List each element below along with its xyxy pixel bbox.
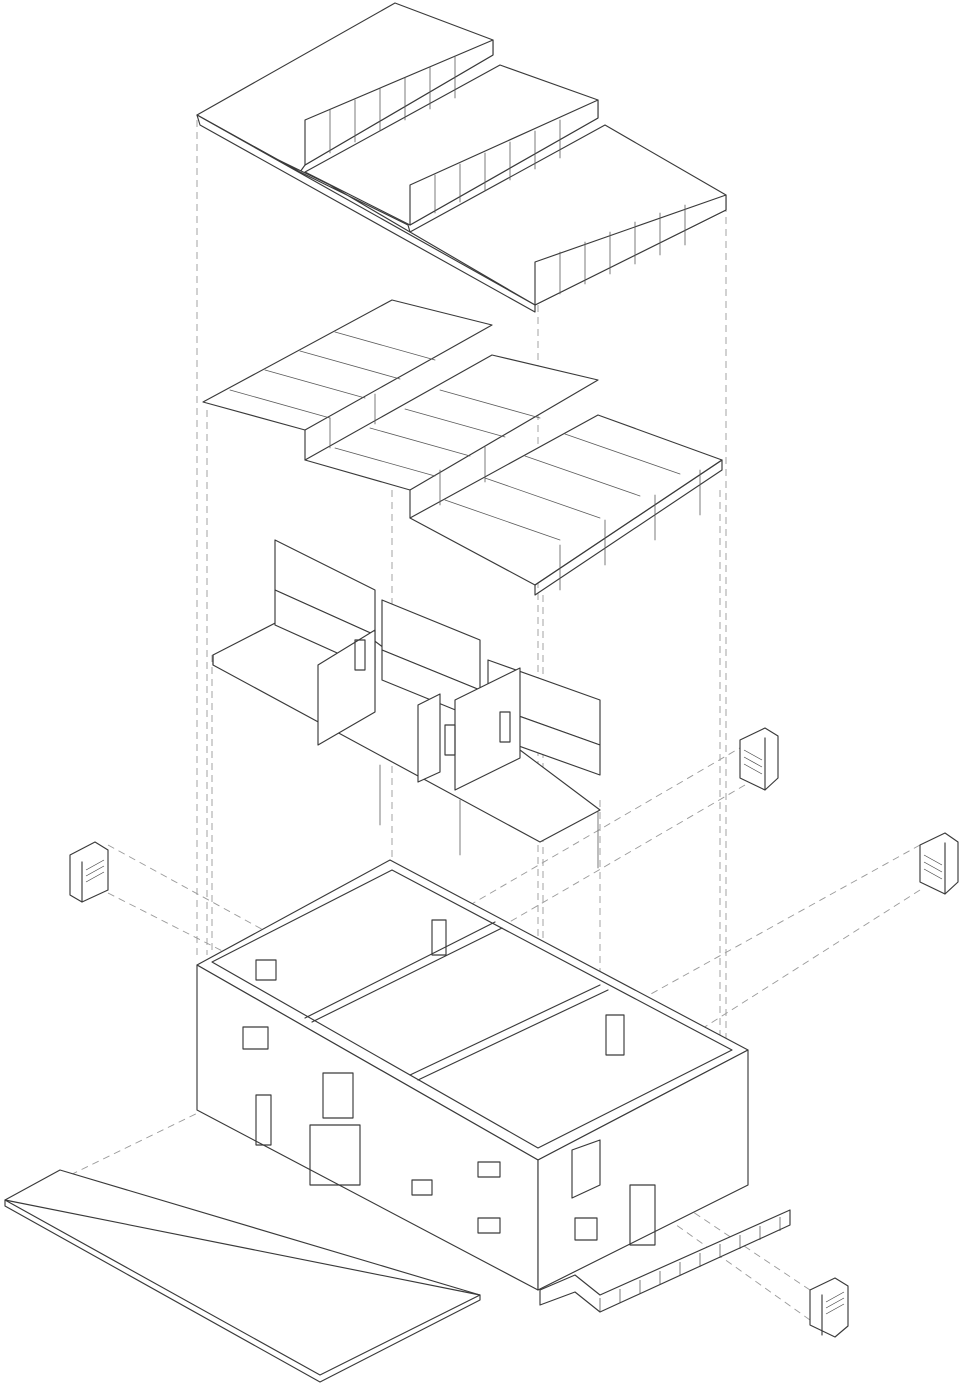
upper-floor bbox=[212, 539, 601, 869]
window-detail-right bbox=[919, 832, 959, 895]
window-detail-bottom-right bbox=[809, 1277, 849, 1338]
window-details bbox=[69, 727, 959, 1338]
ground-floor-shell bbox=[196, 859, 791, 1313]
roof bbox=[196, 2, 727, 313]
roof-frame-rafters bbox=[229, 331, 681, 541]
clerestory-mullions bbox=[329, 55, 686, 295]
window-detail-upper-right bbox=[739, 727, 779, 791]
window-detail-left bbox=[69, 841, 109, 903]
ground-floor-windows bbox=[242, 919, 656, 1246]
roof-frame bbox=[202, 299, 723, 596]
site-slab bbox=[4, 1169, 481, 1383]
upper-floor-doors bbox=[354, 639, 511, 756]
fence-hatching bbox=[599, 1217, 781, 1312]
